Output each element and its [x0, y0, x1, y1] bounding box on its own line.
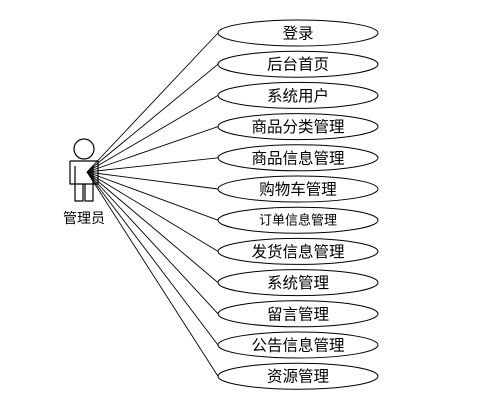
- use-case-label: 购物车管理: [259, 181, 337, 199]
- use-case-label: 留言管理: [267, 305, 329, 323]
- actor-label: 管理员: [63, 211, 105, 227]
- association-line: [86, 126, 219, 173]
- use-case: 商品信息管理: [217, 144, 379, 172]
- use-case-label: 商品分类管理: [251, 118, 344, 136]
- use-case-label: 系统管理: [267, 274, 329, 292]
- association-line: [86, 32, 219, 173]
- use-case-ellipse: [217, 50, 379, 78]
- association-line: [86, 171, 219, 315]
- use-case-label: 登录: [282, 25, 313, 43]
- use-case: 发货信息管理: [217, 237, 379, 265]
- use-case: 系统管理: [217, 269, 379, 297]
- use-case-ellipse: [217, 300, 379, 328]
- use-case-ellipse: [217, 237, 379, 265]
- association-line: [86, 171, 219, 252]
- use-case: 商品分类管理: [217, 113, 379, 141]
- use-case-ellipse: [217, 113, 379, 141]
- use-case: 系统用户: [217, 81, 379, 109]
- use-case-label: 后台首页: [267, 56, 329, 74]
- use-case-label: 商品信息管理: [251, 149, 344, 167]
- use-case-ellipse: [217, 81, 379, 109]
- actor-body: [69, 160, 99, 185]
- association-line: [86, 171, 219, 377]
- association-line: [86, 63, 219, 173]
- use-case: 留言管理: [217, 300, 379, 328]
- use-case-ellipse: [217, 331, 379, 359]
- association-line: [86, 171, 219, 221]
- association-lines: [86, 32, 219, 377]
- actor-administrator: 管理员: [63, 138, 105, 227]
- association-line: [86, 171, 219, 283]
- use-case-label: 系统用户: [267, 87, 329, 105]
- actor-legs: [74, 183, 94, 202]
- use-case: 订单信息管理: [217, 206, 379, 234]
- use-case: 后台首页: [217, 50, 379, 78]
- use-case-ellipse: [217, 362, 379, 390]
- use-case: 购物车管理: [217, 175, 379, 203]
- use-case-ellipse: [217, 175, 379, 203]
- use-case-label: 订单信息管理: [259, 213, 337, 229]
- use-case-ellipse: [217, 269, 379, 297]
- use-case: 公告信息管理: [217, 331, 379, 359]
- use-case-ellipse: [217, 144, 379, 172]
- use-case-ellipse: [217, 19, 379, 47]
- actor-head: [73, 138, 95, 160]
- association-line: [86, 95, 219, 173]
- use-case: 登录: [217, 19, 379, 47]
- actor-icon: [69, 138, 99, 202]
- use-case-label: 资源管理: [267, 368, 329, 386]
- use-case-ellipse: [217, 206, 379, 234]
- use-cases: 登录后台首页系统用户商品分类管理商品信息管理购物车管理订单信息管理发货信息管理系…: [217, 19, 379, 390]
- use-case-label: 公告信息管理: [251, 337, 344, 355]
- use-case: 资源管理: [217, 362, 379, 390]
- use-case-label: 发货信息管理: [251, 243, 344, 261]
- association-line: [86, 171, 219, 190]
- association-line: [86, 171, 219, 346]
- association-line: [86, 157, 219, 173]
